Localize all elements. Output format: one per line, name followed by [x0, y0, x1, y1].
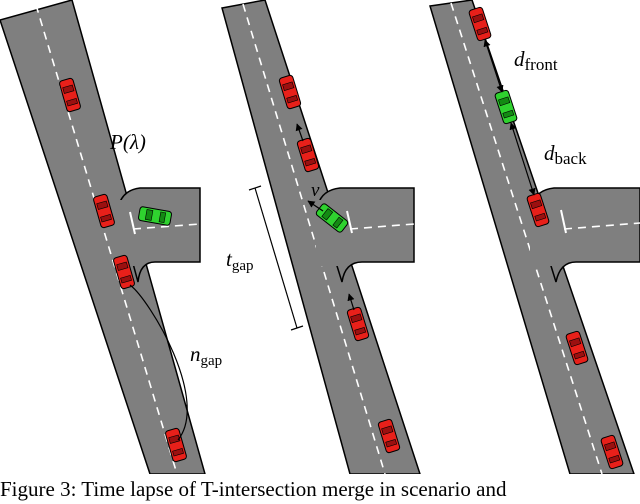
main-road-left: [0, 0, 206, 474]
lane-marking-main-right: [450, 2, 603, 474]
panel-right: dfront dback: [429, 0, 640, 474]
back-distance-label: dback: [544, 141, 587, 168]
stop-line-middle: [346, 210, 353, 234]
lane-marking-side-right: [563, 222, 640, 230]
red-car: [565, 330, 589, 366]
panel-middle: v tgap: [221, 0, 421, 474]
green-car: [138, 206, 172, 226]
speed-label: v: [311, 180, 320, 201]
red-car: [165, 427, 187, 463]
back-distance-arrow: [509, 122, 536, 196]
gap-count-label: ngap: [190, 342, 222, 369]
lane-marking-side-middle: [349, 223, 415, 230]
time-gap-label: tgap: [226, 247, 254, 274]
red-car: [526, 192, 550, 228]
red-car: [377, 418, 401, 454]
red-car: [296, 137, 320, 173]
arrival-rate-label: P(λ): [109, 130, 146, 154]
red-car: [346, 306, 370, 342]
lane-marking-main-left: [35, 4, 178, 474]
green-car: [315, 203, 349, 233]
red-car: [93, 193, 115, 229]
front-distance-arrow: [483, 39, 504, 93]
stop-line-right: [560, 209, 567, 234]
figure-caption: Figure 3: Time lapse of T-intersection m…: [0, 477, 507, 501]
red-car: [600, 434, 624, 470]
red-car: [278, 74, 302, 110]
gap-curve: [129, 284, 188, 441]
figure-canvas: P(λ) ngap: [0, 0, 640, 474]
front-distance-label: dfront: [514, 47, 558, 74]
velocity-arrow: [295, 123, 304, 142]
velocity-arrow: [307, 200, 324, 212]
lane-marking-side-left: [132, 223, 201, 230]
red-car: [113, 254, 135, 290]
panel-left: P(λ) ngap: [0, 0, 222, 474]
lane-marking-main-middle: [242, 3, 386, 474]
stop-line-left: [129, 211, 136, 235]
red-car: [468, 6, 492, 42]
velocity-arrow: [347, 293, 355, 311]
time-gap-bracket: [248, 185, 304, 331]
red-car: [59, 77, 81, 113]
